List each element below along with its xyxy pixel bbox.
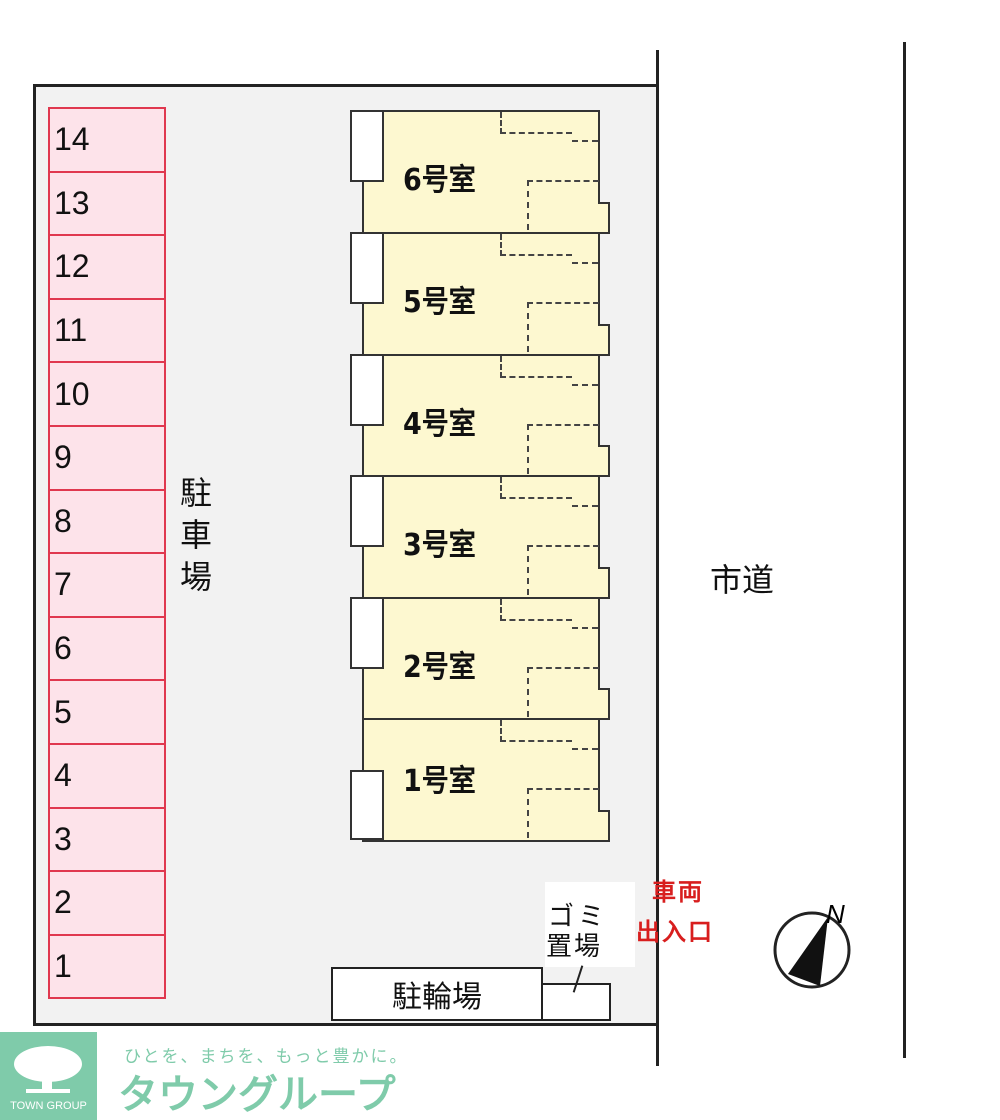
unit-partition — [500, 740, 572, 742]
unit-bump — [598, 445, 610, 477]
parking-slot: 13 — [48, 170, 166, 237]
garbage-area — [545, 882, 635, 967]
balcony — [350, 232, 384, 304]
garbage-label-2: 置場 — [546, 932, 603, 962]
unit-partition — [500, 356, 502, 378]
unit-partition — [500, 112, 502, 134]
unit-partition — [527, 545, 599, 547]
parking-slot: 12 — [48, 234, 166, 300]
unit-label: 4号室 — [403, 407, 476, 442]
balcony — [350, 770, 384, 840]
unit-room — [362, 354, 600, 477]
unit-partition — [500, 254, 572, 256]
unit-partition — [572, 262, 598, 264]
balcony — [350, 597, 384, 669]
parking-slot: 9 — [48, 425, 166, 491]
entrance-label-2: 出入口 — [636, 918, 714, 946]
unit-room — [362, 718, 600, 842]
unit-room — [362, 597, 600, 720]
balcony — [350, 110, 384, 182]
unit-label: 1号室 — [403, 764, 476, 799]
road-edge-line — [656, 50, 659, 1066]
unit-partition — [527, 667, 599, 669]
unit-partition — [500, 599, 502, 621]
balcony — [350, 354, 384, 426]
compass-n-label: N — [826, 899, 845, 929]
unit-partition — [527, 424, 599, 426]
logo-mark: TOWN GROUP — [0, 1032, 97, 1120]
unit-label: 6号室 — [403, 163, 476, 198]
parking-slot: 4 — [48, 743, 166, 809]
unit-bump — [598, 324, 610, 356]
unit-bump — [598, 567, 610, 599]
parking-slot: 7 — [48, 552, 166, 618]
unit-bump — [598, 688, 610, 720]
parking-slot: 14 — [48, 107, 166, 173]
unit-label: 2号室 — [403, 650, 476, 685]
parking-slot: 2 — [48, 870, 166, 936]
unit-label: 5号室 — [403, 285, 476, 320]
unit-room — [362, 110, 600, 234]
balcony — [350, 475, 384, 547]
unit-partition — [527, 788, 529, 838]
unit-partition — [572, 627, 598, 629]
unit-partition — [572, 384, 598, 386]
parking-slot: 8 — [48, 488, 166, 555]
unit-partition — [527, 788, 599, 790]
unit-label: 3号室 — [403, 528, 476, 563]
unit-partition — [527, 180, 529, 230]
entrance-label-1: 車両 — [652, 878, 704, 906]
unit-partition — [572, 140, 598, 142]
garbage-box — [541, 983, 611, 1021]
unit-bump — [598, 202, 610, 234]
north-compass-icon: N — [773, 899, 851, 989]
unit-room — [362, 475, 600, 599]
road-far-line — [903, 42, 906, 1058]
unit-partition — [527, 667, 529, 717]
unit-partition — [500, 720, 502, 742]
garbage-label-1: ゴミ — [548, 902, 609, 932]
tree-icon — [14, 1046, 82, 1093]
unit-partition — [500, 132, 572, 134]
unit-partition — [572, 748, 598, 750]
parking-slot: 10 — [48, 361, 166, 427]
logo-brand: TOWN GROUP — [10, 1100, 87, 1112]
unit-partition — [572, 505, 598, 507]
parking-slot: 5 — [48, 679, 166, 745]
logo-tagline: ひとを、まちを、もっと豊かに。 — [124, 1047, 409, 1067]
parking-slot: 6 — [48, 615, 166, 682]
unit-partition — [500, 497, 572, 499]
unit-room — [362, 232, 600, 356]
unit-partition — [500, 234, 502, 256]
road-label: 市道 — [710, 561, 775, 599]
unit-partition — [500, 619, 572, 621]
parking-slot: 11 — [48, 297, 166, 364]
unit-partition — [527, 545, 529, 595]
bicycle-parking: 駐輪場 — [331, 967, 543, 1021]
logo-name: タウングループ — [118, 1072, 396, 1118]
unit-bump — [598, 810, 610, 842]
unit-partition — [527, 302, 599, 304]
unit-partition — [500, 376, 572, 378]
parking-label: 駐車場 — [180, 474, 213, 596]
parking-slot: 1 — [48, 933, 166, 1000]
unit-partition — [527, 424, 529, 474]
unit-partition — [500, 477, 502, 499]
parking-slot: 3 — [48, 806, 166, 873]
unit-partition — [527, 180, 599, 182]
unit-partition — [527, 302, 529, 352]
